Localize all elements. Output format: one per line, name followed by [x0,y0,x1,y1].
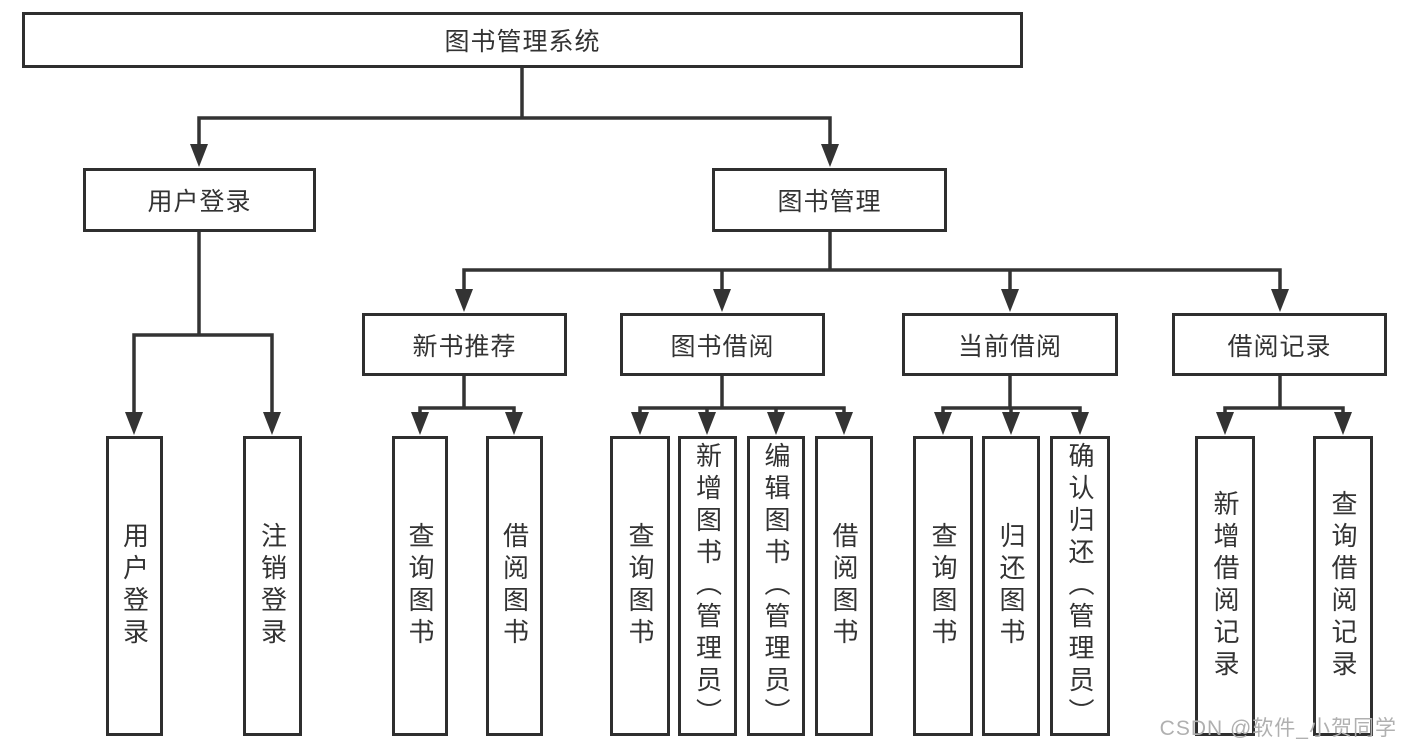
csdn-watermark: CSDN @软件_小贺同学 [1159,717,1397,740]
node-recommend-search-books-label: 查询图书 [405,522,435,650]
node-book-borrowing-label: 图书借阅 [670,332,775,361]
node-logout-label: 注销登录 [257,522,288,650]
node-current-search-books: 查询图书 [913,436,973,736]
node-root: 图书管理系统 [22,12,1023,68]
connector-user-login-children [125,232,281,435]
node-borrowing-search-books-label: 查询图书 [625,522,655,650]
connector-root-to-level2 [190,67,839,167]
node-borrowing-records: 借阅记录 [1172,313,1387,376]
node-add-borrow-record-label: 新增借阅记录 [1210,490,1240,682]
node-login-label: 用户登录 [119,522,150,650]
node-borrow-books: 借阅图书 [815,436,873,736]
node-new-book-recommendation-label: 新书推荐 [412,332,517,361]
node-return-books: 归还图书 [982,436,1040,736]
node-search-borrow-record-label: 查询借阅记录 [1328,490,1358,682]
node-borrowing-search-books: 查询图书 [610,436,670,736]
node-current-borrowing-label: 当前借阅 [957,332,1062,361]
node-edit-books-admin-label: 编辑图书（管理员） [761,442,791,730]
node-recommend-borrow-books-label: 借阅图书 [499,522,530,650]
node-current-search-books-label: 查询图书 [928,522,958,650]
node-edit-books-admin: 编辑图书（管理员） [747,436,805,736]
node-book-management: 图书管理 [712,168,947,232]
connector-current-borrowing-children [934,376,1089,435]
connector-new-book-recommendation-children [411,376,523,435]
connector-borrowing-records-children [1216,376,1352,435]
node-current-borrowing: 当前借阅 [902,313,1118,376]
node-search-borrow-record: 查询借阅记录 [1313,436,1373,736]
node-recommend-borrow-books: 借阅图书 [486,436,543,736]
node-add-borrow-record: 新增借阅记录 [1195,436,1255,736]
node-recommend-search-books: 查询图书 [392,436,448,736]
node-return-books-label: 归还图书 [996,522,1026,650]
node-user-login-label: 用户登录 [147,188,252,216]
connector-book-management-children [455,232,1289,312]
node-user-login: 用户登录 [83,168,316,232]
node-book-borrowing: 图书借阅 [620,313,825,376]
node-root-label: 图书管理系统 [444,28,601,56]
node-borrowing-records-label: 借阅记录 [1227,332,1332,361]
node-confirm-return-admin-label: 确认归还（管理员） [1065,442,1095,730]
node-logout: 注销登录 [243,436,302,736]
node-add-books-admin: 新增图书（管理员） [678,436,737,736]
node-borrow-books-label: 借阅图书 [829,522,859,650]
node-login: 用户登录 [106,436,163,736]
node-new-book-recommendation: 新书推荐 [362,313,567,376]
node-confirm-return-admin: 确认归还（管理员） [1050,436,1110,736]
connector-book-borrowing-children [631,376,853,435]
node-book-management-label: 图书管理 [777,188,882,216]
node-add-books-admin-label: 新增图书（管理员） [692,442,723,730]
